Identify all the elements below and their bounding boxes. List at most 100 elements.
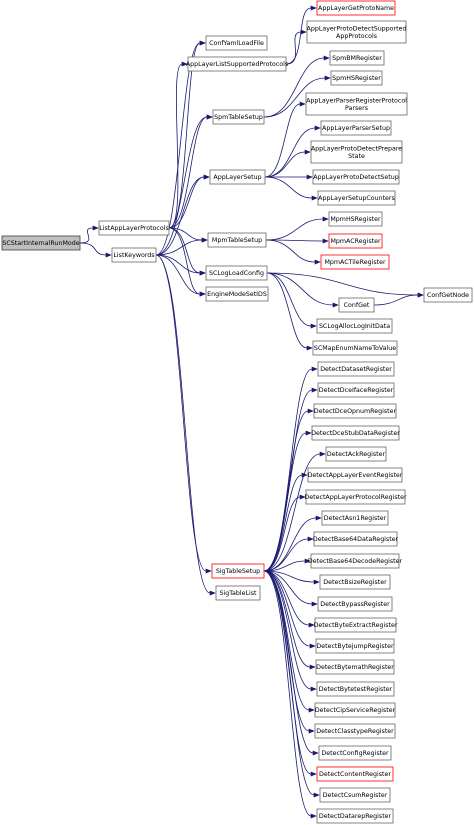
node-box — [205, 265, 268, 281]
node-d_asn1[interactable]: DetectAsn1Register — [321, 510, 389, 526]
node-listkw[interactable]: ListKeywords — [111, 247, 157, 263]
node-label: AppLayerGetProtoName — [318, 5, 394, 12]
edge-listkw-to-engine — [155, 254, 201, 295]
node-sclog[interactable]: SCLogLoadConfig — [205, 265, 268, 281]
edge-sigts-to-d_ack — [263, 453, 321, 572]
edge-listkw-to-confyaml — [155, 42, 201, 256]
node-box — [316, 318, 393, 334]
node-sclogalloc[interactable]: SCLogAllocLogInitData — [316, 318, 393, 334]
node-confyaml[interactable]: ConfYamlLoadFile — [205, 35, 268, 51]
node-box — [311, 425, 400, 441]
arrowhead-sigts-to-d_dceiface — [311, 387, 318, 393]
node-box — [313, 403, 397, 419]
node-d_bytejump[interactable]: DetectBytejumpRegister — [315, 638, 395, 654]
node-box — [319, 787, 391, 803]
node-mpmactile[interactable]: MpmACTileRegister — [320, 254, 390, 270]
edge-listkw-to-sigtl — [155, 254, 211, 594]
node-label: AppLayerParserSetup — [322, 125, 390, 132]
node-box — [319, 574, 391, 590]
node-confget[interactable]: ConfGet — [338, 297, 375, 313]
node-getprotoname[interactable]: AppLayerGetProtoName — [316, 0, 396, 16]
node-d_dceiface[interactable]: DetectDceIfaceRegister — [317, 382, 395, 398]
node-spmbm[interactable]: SpmBMRegister — [329, 50, 385, 66]
node-d_bytemath[interactable]: DetectBytemathRegister — [315, 659, 395, 675]
node-engine[interactable]: EngineModeSetIDS — [205, 286, 269, 302]
node-d_dceopnum[interactable]: DetectDceOpnumRegister — [313, 403, 397, 419]
node-parsersetup[interactable]: AppLayerParserSetup — [320, 120, 392, 136]
node-label: SpmBMRegister — [332, 55, 382, 62]
node-box — [320, 254, 390, 270]
arrowhead-appsetup-to-protodetprep — [304, 149, 311, 155]
node-label: DetectBsizeRegister — [323, 579, 387, 586]
node-sigts[interactable]: SigTableSetup — [211, 563, 265, 579]
node-d_alevent[interactable]: DetectAppLayerEventRegister — [307, 467, 403, 483]
node-box — [317, 382, 395, 398]
edge-sigts-to-d_csum — [263, 570, 315, 796]
node-box — [312, 169, 400, 185]
node-d_cipsvc[interactable]: DetectCipServiceRegister — [314, 702, 396, 718]
arrowhead-appsetup-to-parsersetup — [314, 125, 321, 131]
node-root[interactable]: SCStartInternalRunMode — [1, 235, 81, 251]
node-appsetup[interactable]: AppLayerSetup — [209, 169, 266, 185]
node-label: DetectConfigRegister — [321, 750, 389, 757]
node-scmapenum[interactable]: SCMapEnumNameToValue — [312, 340, 398, 356]
arrowhead-listkw-to-appsetup — [203, 174, 210, 180]
node-confgetnode[interactable]: ConfGetNode — [423, 287, 473, 303]
node-d_ack[interactable]: DetectAckRegister — [325, 446, 387, 462]
edge-sigts-to-d_byteext — [263, 570, 310, 626]
node-d_bytetest[interactable]: DetectBytetestRegister — [316, 681, 395, 697]
node-box — [325, 446, 387, 462]
node-box — [317, 361, 395, 377]
arrowhead-root-to-listkw — [105, 252, 112, 258]
arrowhead-listkw-to-sclog — [199, 270, 206, 276]
node-label: SCLogLoadConfig — [209, 270, 264, 277]
node-spmts[interactable]: SpmTableSetup — [212, 109, 265, 125]
arrowhead-root-to-listapp — [92, 225, 99, 231]
node-listapp[interactable]: ListAppLayerProtocols — [98, 220, 170, 236]
node-label: DetectDceIfaceRegister — [319, 387, 394, 394]
arrowhead-sigts-to-d_alproto — [299, 494, 306, 500]
node-d_dcestub[interactable]: DetectDceStubDataRegister — [311, 425, 400, 441]
node-d_alproto[interactable]: DetectAppLayerProtocolRegister — [304, 489, 407, 505]
edge-sigts-to-d_bytetest — [263, 570, 312, 690]
node-label: MpmACTileRegister — [324, 259, 386, 266]
node-d_bsize[interactable]: DetectBsizeRegister — [319, 574, 391, 590]
node-mpmts[interactable]: MpmTableSetup — [207, 232, 267, 248]
node-d_classtype[interactable]: DetectClasstypeRegister — [314, 723, 396, 739]
node-label: SCMapEnumNameToValue — [314, 345, 396, 352]
node-applist[interactable]: AppLayerListSupportedProtocols — [186, 56, 288, 72]
node-d_datarep[interactable]: DetectDatarepRegister — [316, 808, 394, 824]
node-sigtl[interactable]: SigTableList — [215, 585, 261, 601]
arrowhead-sigts-to-d_csum — [313, 792, 320, 798]
node-d_config[interactable]: DetectConfigRegister — [318, 745, 392, 761]
node-box — [317, 596, 393, 612]
arrowhead-confget-to-confgetnode — [417, 292, 424, 298]
node-d_bypass[interactable]: DetectBypassRegister — [317, 596, 393, 612]
node-d_byteext[interactable]: DetectByteExtractRegister — [314, 617, 398, 633]
node-box — [320, 120, 392, 136]
node-label: DetectBypassRegister — [320, 601, 390, 608]
node-box — [318, 745, 392, 761]
node-d_b64data[interactable]: DetectBase64DataRegister — [313, 531, 399, 547]
node-box — [212, 109, 265, 125]
node-setupcounters[interactable]: AppLayerSetupCounters — [317, 190, 396, 206]
node-d_b64dec[interactable]: DetectBase64DecodeRegister — [308, 553, 403, 569]
node-label: AppProtocols — [336, 33, 377, 40]
node-box — [328, 211, 383, 227]
node-mpmac[interactable]: MpmACRegister — [328, 233, 383, 249]
node-d_dataset[interactable]: DetectDatasetRegister — [317, 361, 395, 377]
node-spmhs[interactable]: SpmHSRegister — [330, 70, 383, 86]
node-label: EngineModeSetIDS — [207, 291, 267, 298]
node-protodetsetup[interactable]: AppLayerProtoDetectSetup — [312, 169, 400, 185]
node-label: SCLogAllocLogInitData — [319, 323, 390, 330]
node-d_csum[interactable]: DetectCsumRegister — [319, 787, 391, 803]
node-d_content[interactable]: DetectContentRegister — [316, 766, 394, 782]
arrowhead-spmts-to-spmhs — [324, 75, 331, 81]
node-mpmhs[interactable]: MpmHSRegister — [328, 211, 383, 227]
arrowhead-sigts-to-d_dceopnum — [307, 408, 314, 414]
node-box — [307, 467, 403, 483]
node-box — [205, 286, 269, 302]
